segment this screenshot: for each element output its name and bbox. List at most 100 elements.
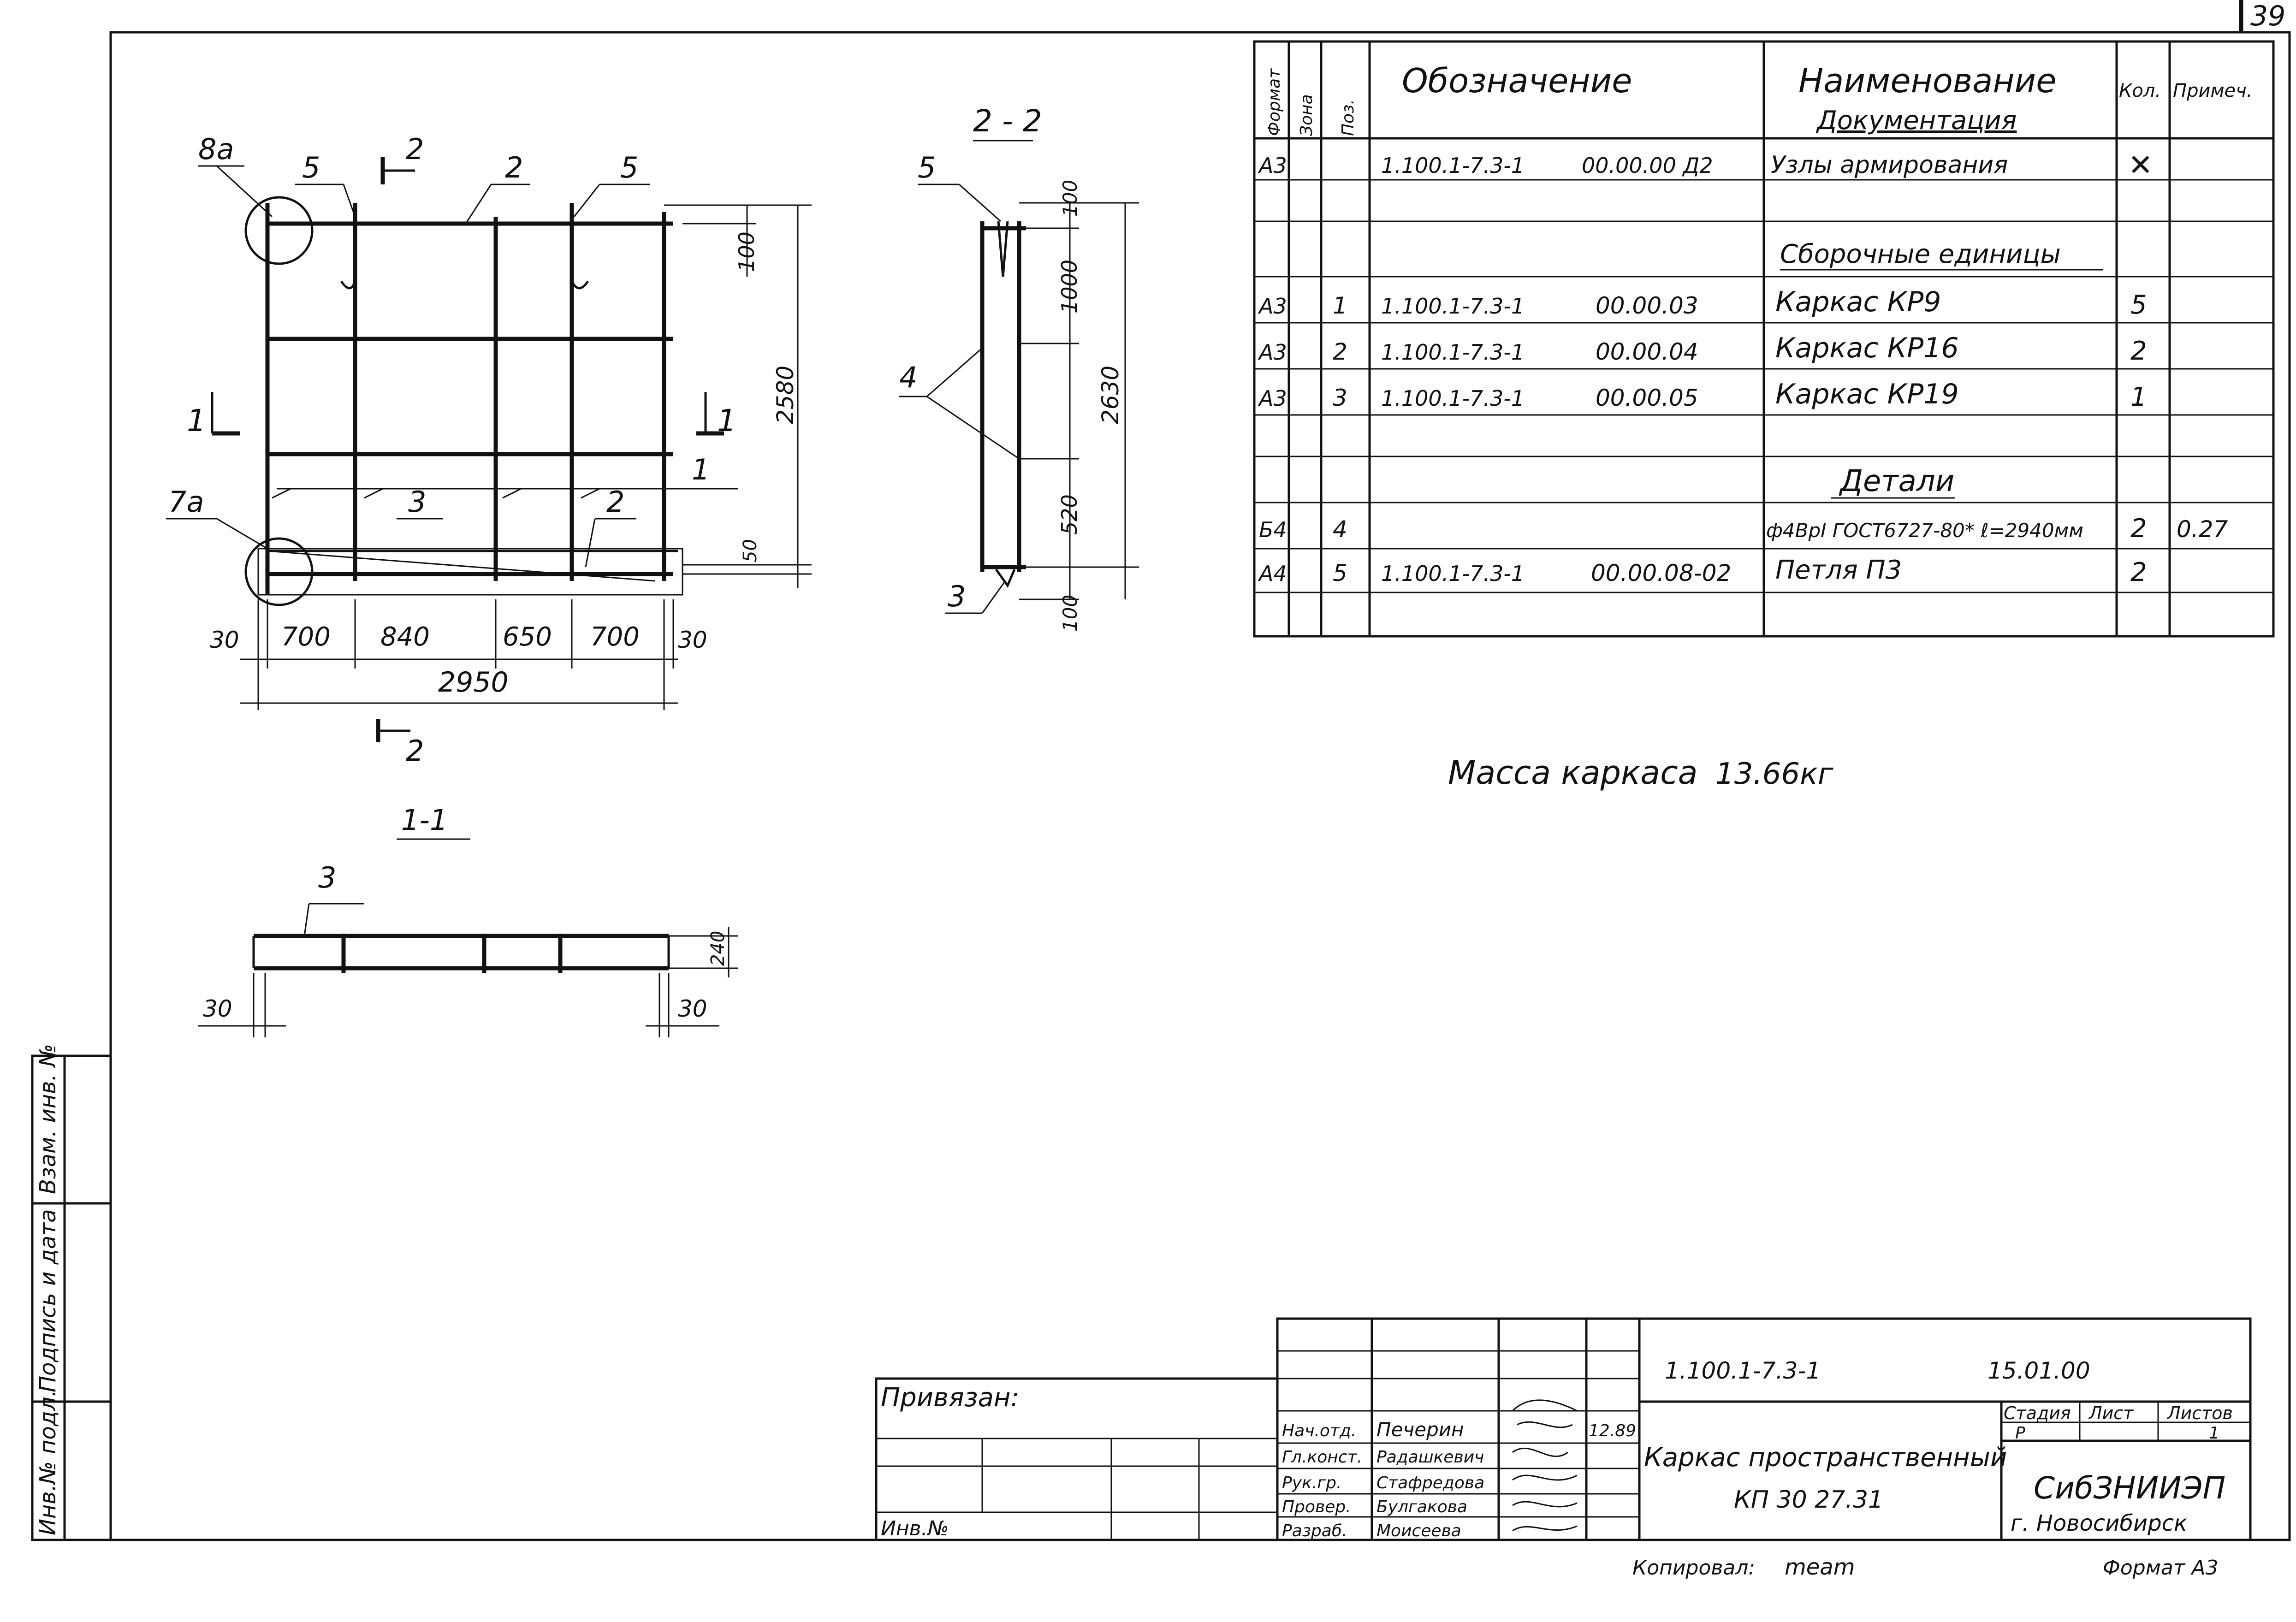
- row-fmt: А4: [1258, 561, 1287, 586]
- mass-note: Масса каркаса 13.66кг: [1448, 754, 1833, 792]
- mass-label: Масса каркаса: [1448, 754, 1698, 792]
- row-name: Узлы армирования: [1771, 151, 2008, 179]
- side-replace-label: Взам. инв. №: [35, 1044, 61, 1194]
- row-code: 1.100.1-7.3-1: [1381, 386, 1525, 411]
- role-label: Провер.: [1282, 1498, 1351, 1516]
- copied-signature: meam: [1785, 1554, 1855, 1580]
- row-name: Петля П3: [1775, 555, 1902, 585]
- row-name: Каркас КР19: [1775, 378, 1959, 410]
- dim-100: 100: [734, 231, 759, 272]
- dim-840: 840: [380, 622, 430, 652]
- dim22-520: 520: [1057, 494, 1082, 535]
- label-1: 1: [692, 453, 710, 486]
- org-name: СибЗНИИЭП: [2034, 1470, 2225, 1506]
- role-label: Нач.отд.: [1282, 1421, 1356, 1440]
- format-label: Формат А3: [2103, 1556, 2219, 1580]
- sheets-header: Листов: [2166, 1403, 2233, 1423]
- row-pos: 5: [1333, 560, 1347, 586]
- row-qty: 2: [2130, 514, 2147, 544]
- label-3: 3: [408, 485, 426, 519]
- role-label: Рук.гр.: [1282, 1474, 1341, 1492]
- section-mark-1-left: 1: [187, 403, 206, 438]
- doc-code: 1.100.1-7.3-1: [1665, 1357, 1821, 1384]
- role-name: Печерин: [1376, 1418, 1464, 1441]
- label-2b: 2: [606, 485, 624, 519]
- label-8a: 8а: [198, 132, 234, 166]
- row-fmt: А3: [1258, 153, 1287, 178]
- stage-header: Стадия: [2004, 1403, 2071, 1423]
- row-pos: 1: [1333, 292, 1347, 319]
- org-city: г. Новосибирск: [2011, 1510, 2187, 1536]
- hdr-name: Наименование: [1798, 61, 2057, 100]
- row-qty: 1: [2130, 382, 2147, 412]
- sign-date: 12.89: [1589, 1421, 1636, 1440]
- doc-date: 15.01.00: [1987, 1357, 2090, 1384]
- copied-label: Копировал:: [1632, 1556, 1755, 1580]
- s11-label-3: 3: [318, 861, 336, 894]
- section-parts: Детали: [1839, 464, 1954, 498]
- dim22-100-top: 100: [1059, 180, 1081, 217]
- hdr-pos: Поз.: [1339, 99, 1358, 136]
- privyazan-label: Привязан:: [881, 1383, 1019, 1413]
- section11-title: 1-1: [401, 803, 448, 837]
- hdr-qty: Кол.: [2119, 80, 2161, 101]
- sheet-number: 39: [2250, 0, 2285, 32]
- role-name: Стафредова: [1376, 1474, 1484, 1492]
- spec-table: Формат Зона Поз. Обозначение Наименовани…: [1253, 40, 2275, 638]
- sheets-value: 1: [2209, 1424, 2219, 1443]
- row-qty: ✕: [2128, 148, 2153, 183]
- row-fmt: А3: [1258, 386, 1287, 411]
- stage-value: Р: [2015, 1424, 2025, 1443]
- mass-value: 13.66кг: [1715, 757, 1833, 791]
- row-name: Каркас КР16: [1775, 332, 1959, 364]
- dim-30-left: 30: [210, 627, 239, 653]
- s22-label-5: 5: [918, 151, 936, 184]
- label-5a: 5: [302, 151, 320, 184]
- dim22-1000: 1000: [1057, 260, 1082, 314]
- row-code2: 00.00.05: [1596, 385, 1698, 411]
- row-code: 1.100.1-7.3-1: [1381, 294, 1525, 319]
- row-code2: 00.00.08-02: [1591, 560, 1731, 586]
- section-2-2: 2 - 2 100 1000 2630 520 100 5 4 3: [899, 103, 1139, 632]
- row-fmt: Б4: [1259, 517, 1287, 542]
- dim-700-left: 700: [281, 622, 331, 652]
- row-code2: 00.00.00 Д2: [1582, 153, 1713, 178]
- row-name: ф4ВрI ГОСТ6727-80* ℓ=2940мм: [1766, 519, 2083, 542]
- signature-mark: [1512, 1399, 1578, 1428]
- s22-label-4: 4: [899, 361, 917, 394]
- row-code: 1.100.1-7.3-1: [1381, 340, 1525, 365]
- section-mark-2-bottom: 2: [406, 734, 424, 768]
- title-block: Привязан: Инв.№ Нач.отд. Печерин Гл.конс…: [875, 1317, 2252, 1541]
- role-name: Моисеева: [1376, 1521, 1461, 1540]
- section22-title: 2 - 2: [973, 103, 1042, 139]
- row-name: Каркас КР9: [1775, 286, 1941, 318]
- row-qty: 5: [2130, 290, 2147, 320]
- section-docs: Документация: [1815, 106, 2017, 136]
- label-2a: 2: [505, 151, 523, 184]
- section-mark-1-right: 1: [717, 403, 736, 438]
- hdr-zone: Зона: [1297, 94, 1316, 136]
- side-sign-label: Подпись и дата: [35, 1209, 61, 1392]
- row-pos: 2: [1333, 338, 1347, 365]
- dim-overall: 2950: [438, 666, 509, 699]
- row-code: 1.100.1-7.3-1: [1381, 561, 1525, 586]
- s11-dim-30-left: 30: [203, 995, 232, 1022]
- row-code: 1.100.1-7.3-1: [1381, 153, 1525, 178]
- row-pos: 4: [1333, 516, 1347, 543]
- label-5b: 5: [620, 151, 638, 184]
- section-units: Сборочные единицы: [1780, 239, 2061, 269]
- hdr-note: Примеч.: [2173, 80, 2253, 101]
- object-name: Каркас пространственный: [1644, 1443, 2007, 1473]
- dim22-2630: 2630: [1097, 366, 1124, 424]
- dim-50: 50: [740, 539, 761, 562]
- label-7a: 7а: [168, 485, 204, 519]
- row-pos: 3: [1333, 385, 1347, 411]
- row-code2: 00.00.03: [1596, 292, 1698, 319]
- s11-dim-30-right: 30: [678, 995, 707, 1022]
- inv-no-label: Инв.№: [881, 1517, 949, 1540]
- role-label: Разраб.: [1282, 1521, 1347, 1540]
- dim-650: 650: [503, 622, 552, 652]
- row-fmt: А3: [1258, 340, 1287, 365]
- role-name: Булгакова: [1376, 1498, 1467, 1516]
- row-qty: 2: [2130, 336, 2147, 366]
